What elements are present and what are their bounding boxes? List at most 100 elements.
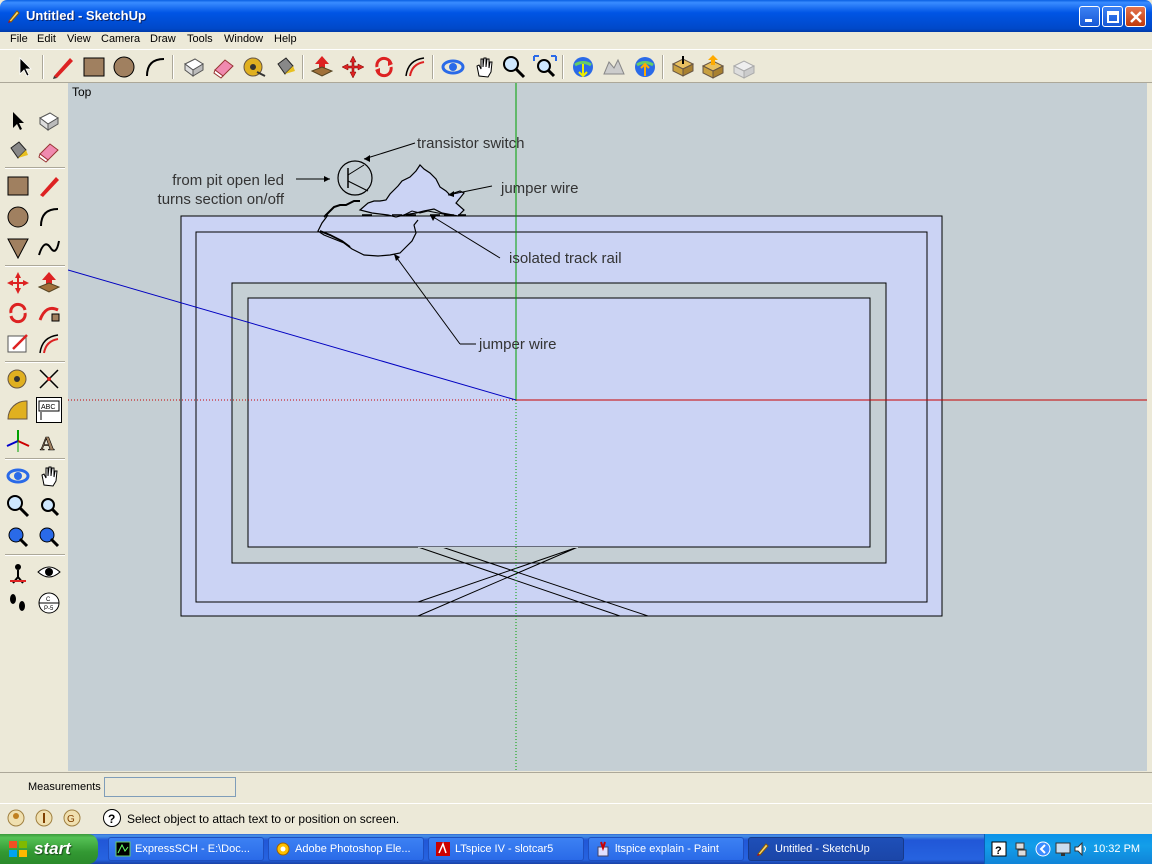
annotation-transistor-switch[interactable]: transistor switch	[417, 135, 525, 152]
circle-icon[interactable]	[5, 204, 31, 230]
text-abc-icon: ABC	[38, 400, 60, 420]
menu-camera[interactable]: Camera	[101, 33, 141, 45]
paint-bucket-icon[interactable]	[272, 54, 298, 80]
rectangle-icon[interactable]	[5, 173, 31, 199]
make-component-icon[interactable]	[36, 108, 62, 134]
share-model-icon[interactable]	[700, 54, 726, 80]
3d-text-icon[interactable]: A	[36, 428, 62, 454]
tape-measure-icon[interactable]	[241, 54, 267, 80]
display-tray-icon[interactable]	[1055, 841, 1071, 857]
polygon-icon[interactable]	[5, 235, 31, 261]
push-pull-icon[interactable]	[36, 270, 62, 296]
crossover-lines[interactable]	[417, 546, 649, 617]
geo-location-icon[interactable]	[6, 808, 26, 828]
select-arrow-icon[interactable]	[5, 108, 31, 134]
zoom-window-icon[interactable]	[36, 493, 62, 519]
pencil-line-icon[interactable]	[36, 173, 62, 199]
rotate-icon[interactable]	[5, 300, 31, 326]
rotate-icon[interactable]	[371, 54, 397, 80]
menu-view[interactable]: View	[67, 33, 91, 45]
zoom-icon[interactable]	[501, 54, 527, 80]
position-camera-icon[interactable]	[5, 559, 31, 585]
svg-text:G: G	[67, 814, 75, 825]
walk-footprints-icon[interactable]	[5, 590, 31, 616]
axes-icon[interactable]	[5, 428, 31, 454]
freehand-icon[interactable]	[36, 235, 62, 261]
make-component-icon[interactable]	[181, 54, 207, 80]
orbit-icon[interactable]	[5, 463, 31, 489]
orbit-icon[interactable]	[440, 54, 466, 80]
protractor-icon[interactable]	[5, 397, 31, 423]
share-component-icon[interactable]	[731, 54, 757, 80]
taskbar-item-ltspice[interactable]: LTspice IV - slotcar5	[428, 837, 584, 861]
push-pull-icon[interactable]	[309, 54, 335, 80]
get-models-icon[interactable]	[670, 54, 696, 80]
network-tray-icon[interactable]	[1013, 841, 1029, 857]
view-name-label: Top	[72, 85, 92, 99]
pan-hand-icon[interactable]	[36, 463, 62, 489]
annotation-from-pit-line2[interactable]: turns section on/off	[158, 191, 285, 208]
menu-window[interactable]: Window	[224, 33, 264, 45]
maximize-button[interactable]	[1102, 6, 1123, 27]
move-icon[interactable]	[5, 270, 31, 296]
rectangle-icon[interactable]	[81, 54, 107, 80]
zoom-extents-icon[interactable]	[532, 54, 558, 80]
eraser-icon[interactable]	[211, 54, 237, 80]
tray-expand-chevron-icon[interactable]	[1035, 841, 1051, 857]
look-around-eye-icon[interactable]	[36, 559, 62, 585]
follow-me-icon[interactable]	[36, 300, 62, 326]
help-question-icon[interactable]: ?	[102, 808, 122, 828]
drawing-viewport[interactable]: Top	[68, 83, 1147, 771]
help-tray-icon[interactable]: ?	[991, 841, 1007, 857]
sign-in-icon[interactable]: G	[62, 808, 82, 828]
annotation-jumper-wire-top[interactable]: jumper wire	[500, 180, 579, 197]
dimension-icon[interactable]	[36, 366, 62, 392]
taskbar-item-photoshop[interactable]: Adobe Photoshop Ele...	[268, 837, 424, 861]
offset-icon[interactable]	[36, 331, 62, 357]
menu-tools[interactable]: Tools	[187, 33, 213, 45]
title-bar[interactable]: Untitled - SketchUp	[0, 0, 1152, 32]
menu-edit[interactable]: Edit	[37, 33, 56, 45]
scale-icon[interactable]	[5, 331, 31, 357]
menu-help[interactable]: Help	[274, 33, 297, 45]
annotation-isolated-track-rail[interactable]: isolated track rail	[509, 250, 622, 267]
close-button[interactable]	[1125, 6, 1146, 27]
select-arrow-icon[interactable]	[12, 54, 38, 80]
expresssch-icon	[115, 841, 131, 857]
pan-hand-icon[interactable]	[471, 54, 497, 80]
paint-bucket-icon[interactable]	[5, 138, 31, 164]
infield-area[interactable]	[247, 297, 871, 548]
tape-measure-icon[interactable]	[5, 366, 31, 392]
taskbar-item-paint[interactable]: ltspice explain - Paint	[588, 837, 744, 861]
text-tool-button[interactable]: ABC	[36, 397, 62, 423]
get-current-view-icon[interactable]	[570, 54, 596, 80]
move-icon[interactable]	[340, 54, 366, 80]
previous-view-icon[interactable]	[5, 524, 31, 550]
arc-icon[interactable]	[142, 54, 168, 80]
start-button[interactable]: start	[0, 834, 98, 864]
annotation-from-pit-line1[interactable]: from pit open led	[172, 172, 284, 189]
annotation-jumper-wire-bottom[interactable]: jumper wire	[478, 336, 557, 353]
credits-icon[interactable]	[34, 808, 54, 828]
transistor-symbol[interactable]	[337, 160, 373, 196]
minimize-button[interactable]	[1079, 6, 1100, 27]
circle-icon[interactable]	[111, 54, 137, 80]
taskbar-clock[interactable]: 10:32 PM	[1093, 843, 1141, 855]
section-plane-icon[interactable]: CP-5	[36, 590, 62, 616]
offset-icon[interactable]	[402, 54, 428, 80]
eraser-icon[interactable]	[36, 138, 62, 164]
pencil-line-icon[interactable]	[50, 54, 76, 80]
arc-icon[interactable]	[36, 204, 62, 230]
measurements-input[interactable]	[104, 777, 236, 797]
place-model-icon[interactable]	[632, 54, 658, 80]
taskbar-item-expresssch[interactable]: ExpressSCH - E:\Doc...	[108, 837, 264, 861]
volume-tray-icon[interactable]	[1073, 841, 1089, 857]
menu-draw[interactable]: Draw	[150, 33, 176, 45]
toggle-terrain-icon[interactable]	[601, 54, 627, 80]
zoom-icon[interactable]	[5, 493, 31, 519]
taskbar-item-sketchup[interactable]: Untitled - SketchUp	[748, 837, 904, 861]
next-view-icon[interactable]	[36, 524, 62, 550]
menu-file[interactable]: File	[10, 33, 28, 45]
menu-bar: File Edit View Camera Draw Tools Window …	[0, 32, 1152, 48]
